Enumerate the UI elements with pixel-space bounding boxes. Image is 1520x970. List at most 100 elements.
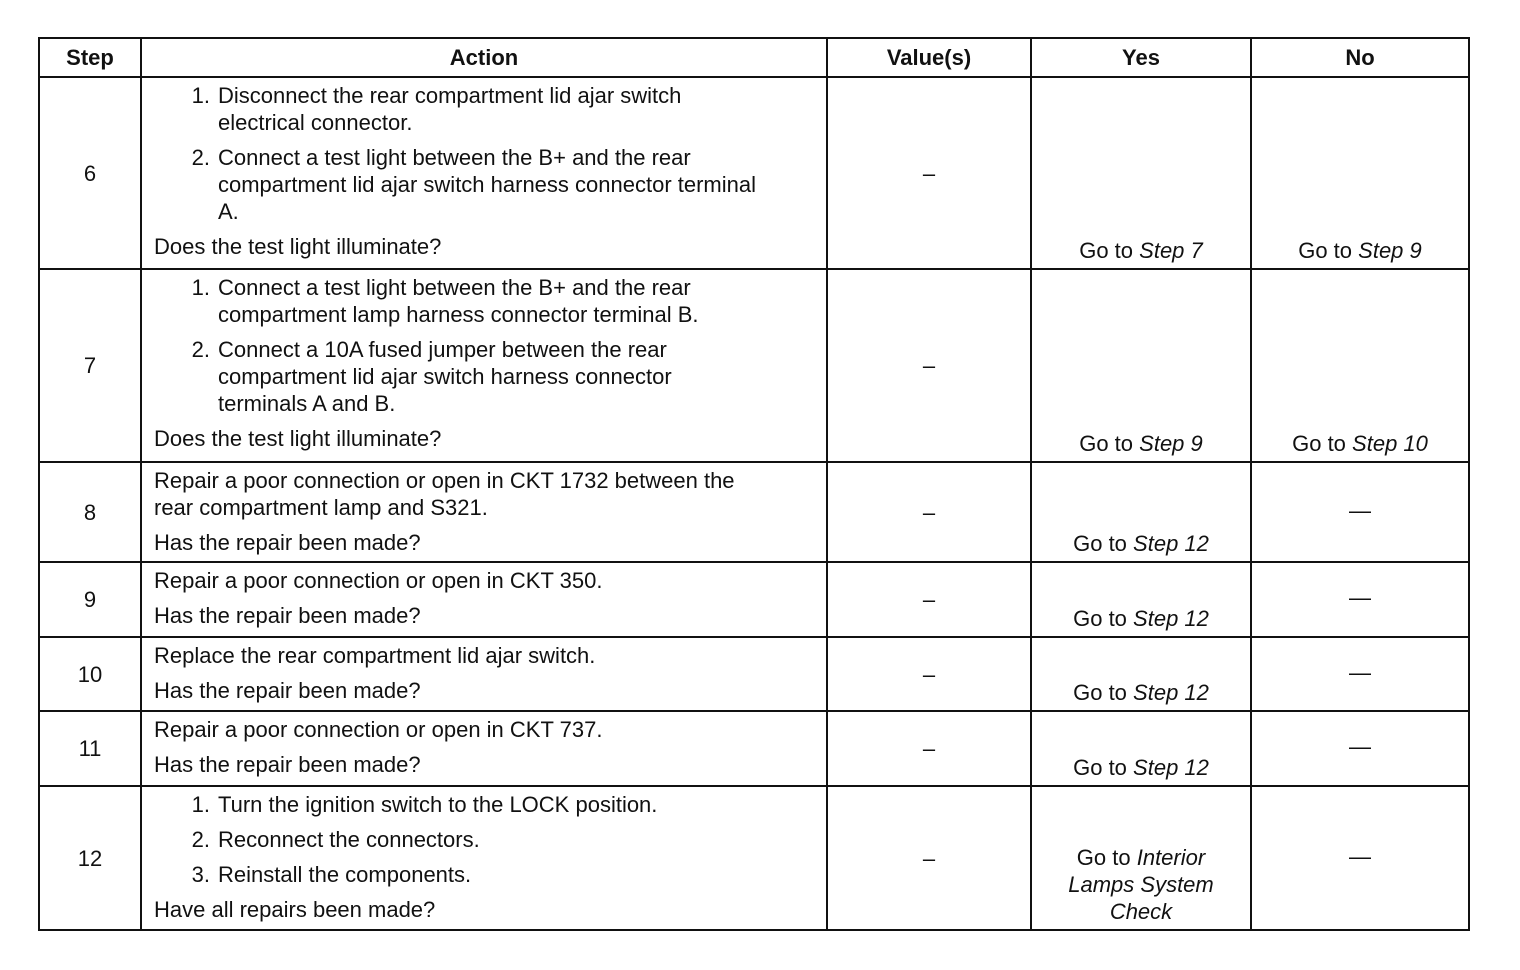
go-to-prefix: Go to (1079, 238, 1134, 263)
action-list-item: 1. Connect a test light between the B+ an… (154, 274, 816, 328)
no-cell: Go to Step 10 (1250, 268, 1470, 463)
dash-value: — (1349, 843, 1371, 869)
header-values: Value(s) (826, 37, 1032, 78)
header-row: Step Action Value(s) Yes No (38, 37, 1470, 78)
go-to-prefix: Go to (1292, 431, 1346, 456)
yes-cell: Go to Step 12 (1030, 461, 1252, 563)
table-row: 9 Repair a poor connection or open in CKT… (38, 561, 1470, 638)
step-reference[interactable]: Step 9 (1139, 431, 1203, 456)
dash-value: — (1349, 734, 1371, 759)
step-number: 10 (38, 636, 142, 712)
step-number: 6 (38, 76, 142, 270)
step-reference[interactable]: Step 12 (1133, 680, 1209, 705)
go-to-prefix: Go to (1073, 680, 1127, 705)
go-to-prefix: Go to (1079, 431, 1134, 456)
header-action: Action (140, 37, 828, 78)
value-cell: – (826, 461, 1032, 563)
step-reference[interactable]: Interior Lamps System Check (1068, 845, 1214, 924)
header-yes: Yes (1030, 37, 1252, 78)
item-number: 1. (191, 792, 210, 817)
item-number: 3. (191, 862, 210, 887)
step-number: 8 (38, 461, 142, 563)
action-cell: 1. Connect a test light between the B+ an… (140, 268, 828, 463)
table-row: 7 1. Connect a test light between the B+ a… (38, 268, 1470, 463)
action-question: Has the repair been made? (154, 530, 421, 555)
action-question: Have all repairs been made? (154, 897, 436, 922)
action-text: Repair a poor connection or open in CKT … (154, 717, 603, 742)
action-list-item: 2. Connect a 10A fused jumper between the… (154, 336, 816, 417)
step-reference[interactable]: Step 7 (1139, 238, 1203, 263)
step-number: 12 (38, 785, 142, 931)
no-cell: — (1250, 785, 1470, 931)
value-cell: – (826, 710, 1032, 787)
step-number: 11 (38, 710, 142, 787)
item-number: 2. (191, 337, 210, 362)
item-text: Connect a test light between the B+ and … (218, 145, 757, 224)
no-cell: — (1250, 461, 1470, 563)
action-list-item: 1. Turn the ignition switch to the LOCK p… (154, 791, 816, 818)
action-question: Has the repair been made? (154, 678, 421, 703)
yes-cell: Go to Interior Lamps System Check (1030, 785, 1252, 931)
step-reference[interactable]: Step 12 (1133, 606, 1209, 631)
dash-value: — (1349, 585, 1371, 610)
action-cell: Repair a poor connection or open in CKT … (140, 710, 828, 787)
table-row: 10 Replace the rear compartment lid ajar … (38, 636, 1470, 712)
action-cell: 1. Turn the ignition switch to the LOCK p… (140, 785, 828, 931)
item-text: Connect a test light between the B+ and … (218, 275, 699, 327)
item-number: 2. (191, 827, 210, 852)
action-list-item: 2. Connect a test light between the B+ an… (154, 144, 816, 225)
action-text: Repair a poor connection or open in CKT … (154, 468, 735, 520)
yes-cell: Go to Step 12 (1030, 561, 1252, 638)
action-list-item: 2. Reconnect the connectors. (154, 826, 816, 853)
step-reference[interactable]: Step 12 (1133, 531, 1209, 556)
header-step: Step (38, 37, 142, 78)
go-to-prefix: Go to (1076, 845, 1131, 870)
item-number: 1. (191, 275, 210, 300)
step-reference[interactable]: Step 12 (1133, 755, 1209, 780)
value-cell: – (826, 785, 1032, 931)
action-list-item: 3. Reinstall the components. (154, 861, 816, 888)
go-to-prefix: Go to (1073, 606, 1127, 631)
action-question: Does the test light illuminate? (154, 426, 442, 451)
action-text: Repair a poor connection or open in CKT … (154, 568, 603, 593)
go-to-prefix: Go to (1073, 531, 1127, 556)
action-cell: Replace the rear compartment lid ajar sw… (140, 636, 828, 712)
no-cell: — (1250, 636, 1470, 712)
action-cell: 1.Disconnect the rear compartment lid aj… (140, 76, 828, 270)
value-cell: – (826, 76, 1032, 270)
step-reference[interactable]: Step 9 (1358, 238, 1422, 263)
step-number: 7 (38, 268, 142, 463)
action-text: Replace the rear compartment lid ajar sw… (154, 643, 596, 668)
table-row: 11 Repair a poor connection or open in CK… (38, 710, 1470, 787)
item-text: Connect a 10A fused jumper between the r… (218, 337, 672, 416)
value-cell: – (826, 268, 1032, 463)
yes-cell: Go to Step 12 (1030, 710, 1252, 787)
item-text: Reinstall the components. (218, 862, 472, 887)
header-no: No (1250, 37, 1470, 78)
dash-value: — (1349, 659, 1371, 685)
dash-value: — (1349, 497, 1371, 523)
no-cell: — (1250, 710, 1470, 787)
action-cell: Repair a poor connection or open in CKT … (140, 461, 828, 563)
yes-cell: Go to Step 12 (1030, 636, 1252, 712)
table-row: 12 1. Turn the ignition switch to the LOCK… (38, 785, 1470, 931)
action-question: Has the repair been made? (154, 603, 421, 628)
step-number: 9 (38, 561, 142, 638)
action-question: Does the test light illuminate? (154, 234, 442, 259)
action-list-item: 1.Disconnect the rear compartment lid aj… (154, 82, 816, 136)
value-cell: – (826, 636, 1032, 712)
action-question: Has the repair been made? (154, 752, 421, 777)
item-text: Reconnect the connectors. (218, 827, 480, 852)
no-cell: — (1250, 561, 1470, 638)
go-to-prefix: Go to (1073, 755, 1127, 780)
step-reference[interactable]: Step 10 (1352, 431, 1428, 456)
yes-cell: Go to Step 9 (1030, 268, 1252, 463)
yes-cell: Go to Step 7 (1030, 76, 1252, 270)
item-number: 2. (191, 145, 210, 170)
no-cell: Go to Step 9 (1250, 76, 1470, 270)
item-text: Turn the ignition switch to the LOCK pos… (218, 792, 658, 817)
go-to-prefix: Go to (1298, 238, 1353, 263)
